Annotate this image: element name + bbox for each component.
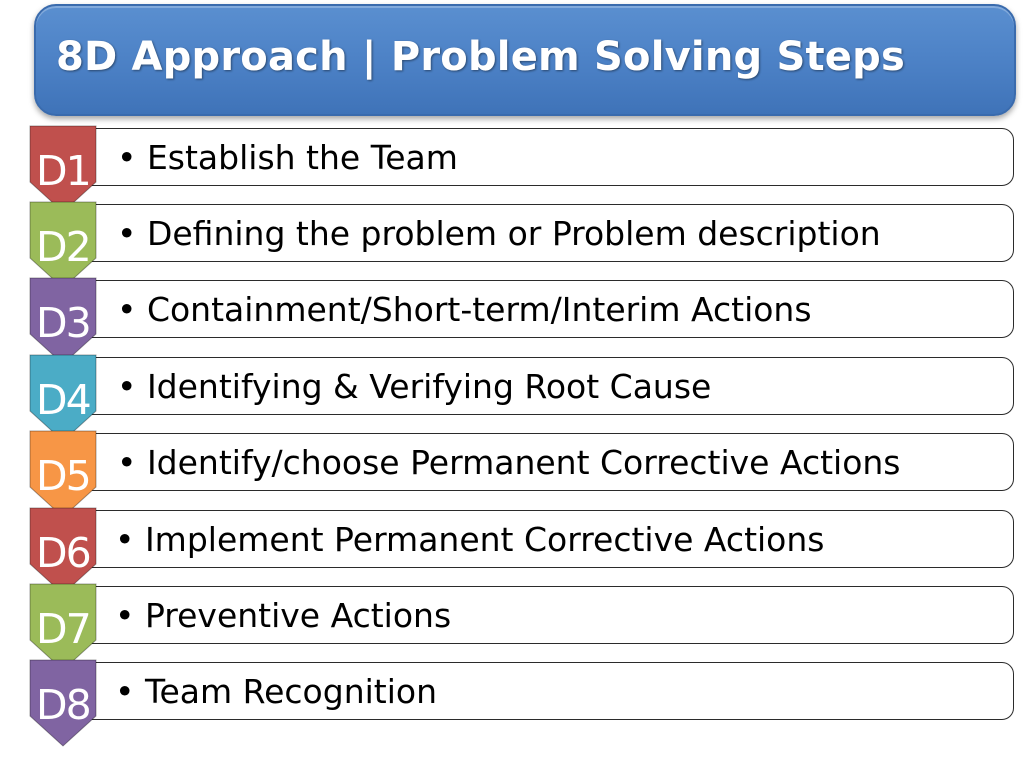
step-text: • Containment/Short-term/Interim Actions [117,290,812,329]
step-label: D6 [36,529,92,577]
step-chevron [29,583,97,671]
step-box: • Establish the Team [70,128,1014,186]
step-box: • Preventive Actions [70,586,1014,644]
step-chevron [29,507,97,595]
title-banner [34,4,1016,116]
step-text: • Team Recognition [115,672,437,711]
step-text: • Preventive Actions [115,596,452,635]
step-label: D7 [36,605,92,653]
step-chevron [29,277,97,365]
step-box: • Containment/Short-term/Interim Actions [70,280,1014,338]
step-box: • Implement Permanent Corrective Actions [70,510,1014,568]
step-text: • Identifying & Verifying Root Cause [117,367,712,406]
step-text: • Establish the Team [117,138,458,177]
step-label: D5 [36,452,92,500]
step-row-d2: • Defining the problem or Problem descri… [0,201,1024,289]
page-title: 8D Approach | Problem Solving Steps [56,34,905,80]
step-label: D8 [36,681,92,729]
step-row-d5: • Identify/choose Permanent Corrective A… [0,430,1024,518]
step-text: • Defining the problem or Problem descri… [117,214,881,253]
step-row-d3: • Containment/Short-term/Interim Actions… [0,277,1024,365]
step-text: • Identify/choose Permanent Corrective A… [117,443,901,482]
step-label: D2 [36,223,92,271]
step-label: D3 [36,299,92,347]
step-row-d8: • Team Recognition D8 [0,659,1024,747]
step-label: D4 [36,376,92,424]
step-chevron [29,201,97,289]
step-box: • Identify/choose Permanent Corrective A… [70,433,1014,491]
step-row-d6: • Implement Permanent Corrective Actions… [0,507,1024,595]
step-box: • Team Recognition [70,662,1014,720]
step-row-d1: • Establish the Team D1 [0,125,1024,213]
step-chevron [29,430,97,518]
step-chevron [29,659,97,747]
step-box: • Identifying & Verifying Root Cause [70,357,1014,415]
step-row-d4: • Identifying & Verifying Root Cause D4 [0,354,1024,442]
step-label: D1 [36,147,92,195]
step-chevron [29,125,97,213]
step-chevron [29,354,97,442]
step-box: • Defining the problem or Problem descri… [70,204,1014,262]
step-text: • Implement Permanent Corrective Actions [115,520,825,559]
step-row-d7: • Preventive Actions D7 [0,583,1024,671]
